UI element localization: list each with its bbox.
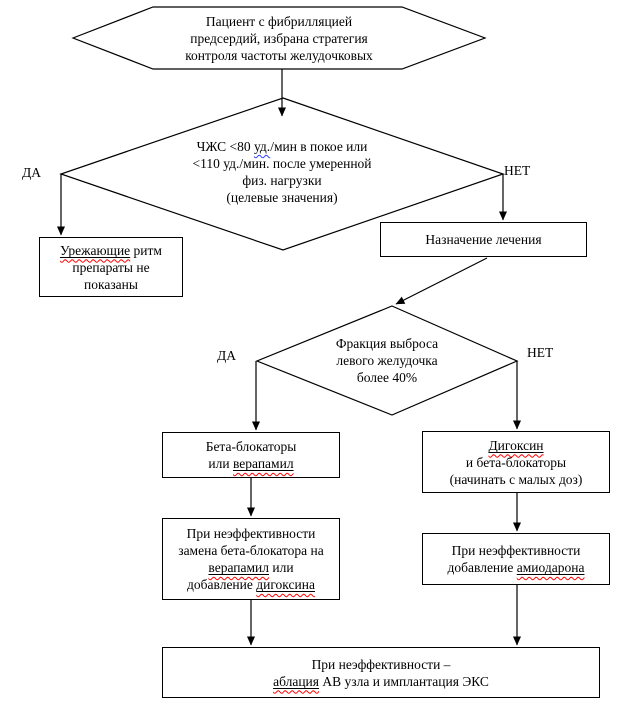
beta-line-1: Бета-блокаторы [205,439,297,454]
replace-line-2: замена бета-блокатора на [178,543,324,558]
digoxin-line-2: и бета-блокаторы [465,454,567,470]
no-label-decision1: НЕТ [504,163,531,178]
box-ablation: При неэффективности – аблация АВ узла и … [162,647,600,698]
underlined-term: верапамил [208,560,269,575]
ablation-line-1: При неэффективности – [311,656,451,672]
beta-line-2: или верапамил [208,456,294,471]
box-treatment: Назначение лечения [380,222,587,257]
underlined-term: амиодарона [516,560,585,575]
underlined-term: верапамил [232,456,294,471]
decision1-line-1: ЧЖС <80 уд./мин в покое или [196,139,368,154]
yes-label-decision2: ДА [217,348,236,363]
box-no-drugs: Урежающие ритм препараты не показаны [39,237,183,297]
box-beta-blockers: Бета-блокаторы или верапамил [162,432,340,478]
box-amiodarone: При неэффективности добавление амиодарон… [422,533,610,585]
start-line-2: предсердий, избрана стратегия [190,30,368,46]
underlined-term: дигоксина [256,577,315,592]
underlined-term: аблация [273,673,319,689]
start-node-text: Пациент с фибрилляцией предсердий, избра… [73,7,485,69]
grammar-underlined-word: уд. [254,139,271,154]
ablation-line-2: аблация АВ узла и имплантация ЭКС [273,673,489,689]
decision1-line-4: (целевые значения) [226,190,338,205]
treatment-label: Назначение лечения [425,232,542,247]
replace-line-4: добавление дигоксина [187,577,315,592]
decision2-text: Фракция выброса левого желудочка более 4… [257,306,517,415]
underlined-term: Дигоксин [488,437,544,453]
box-replace-beta-blocker: При неэффективности замена бета-блокатор… [162,518,340,600]
start-line-3: контроля частоты желудочковых [185,47,373,63]
no-drugs-line-1: Урежающие ритм [60,242,162,258]
decision2-line-2: левого желудочка [336,353,438,368]
start-line-1: Пациент с фибрилляцией [205,13,353,29]
decision1-diamond-shape [59,97,505,251]
start-hexagon-shape [71,6,487,70]
decision2-line-1: Фракция выброса [335,336,439,351]
digoxin-line-3: (начинать с малых доз) [449,471,583,487]
box-digoxin: Дигоксин и бета-блокаторы (начинать с ма… [422,431,610,493]
amiodarone-line-2: добавление амиодарона [447,560,585,575]
decision2-diamond-shape [255,305,519,416]
no-drugs-line-3: показаны [84,276,138,292]
decision1-line-2: <110 уд./мин. после умеренной [192,156,372,171]
yes-label-decision1: ДА [22,165,41,180]
amiodarone-line-1: При неэффективности [451,543,581,558]
no-label-decision2: НЕТ [527,345,554,360]
replace-line-3: верапамил или [208,560,294,575]
decision2-line-3: более 40% [356,370,418,385]
decision1-text: ЧЖС <80 уд./мин в покое или <110 уд./мин… [61,98,503,246]
arrow-treatment-to-decision2 [395,257,488,305]
replace-line-1: При неэффективности [186,526,316,541]
underlined-term: Урежающие [60,242,131,258]
digoxin-line-1: Дигоксин [488,437,543,454]
decision1-line-3: физ. нагрузки [242,173,322,188]
no-drugs-line-2: препараты не [72,259,150,275]
